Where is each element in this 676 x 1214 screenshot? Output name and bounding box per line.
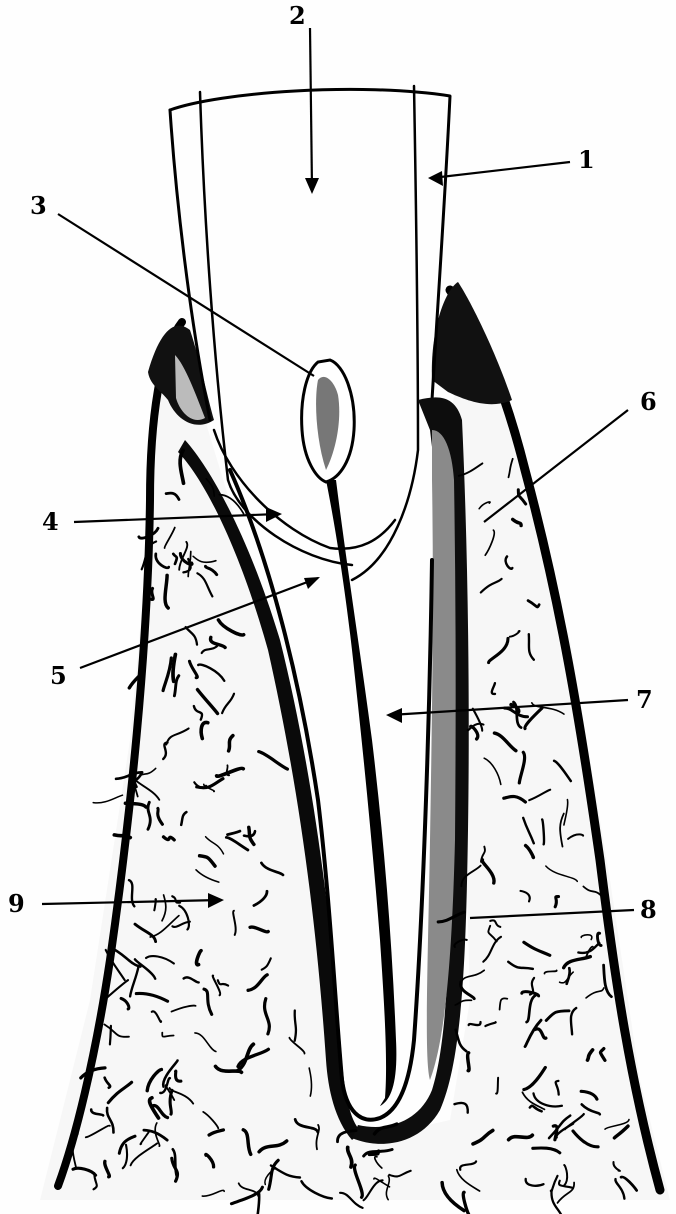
trabecula-stroke bbox=[110, 1026, 111, 1045]
label-4: 4 bbox=[42, 507, 59, 536]
trabecula-stroke bbox=[295, 1011, 296, 1041]
label-2: 2 bbox=[289, 1, 306, 30]
trabecula-stroke bbox=[164, 837, 175, 840]
label-9: 9 bbox=[8, 889, 25, 918]
label-5: 5 bbox=[50, 661, 67, 690]
label-7: 7 bbox=[636, 685, 653, 714]
trabecula-stroke bbox=[151, 588, 153, 599]
label-3: 3 bbox=[30, 191, 47, 220]
label-6: 6 bbox=[640, 387, 657, 416]
trabecula-stroke bbox=[468, 1053, 469, 1071]
label-8: 8 bbox=[640, 895, 657, 924]
label-1: 1 bbox=[578, 145, 595, 174]
